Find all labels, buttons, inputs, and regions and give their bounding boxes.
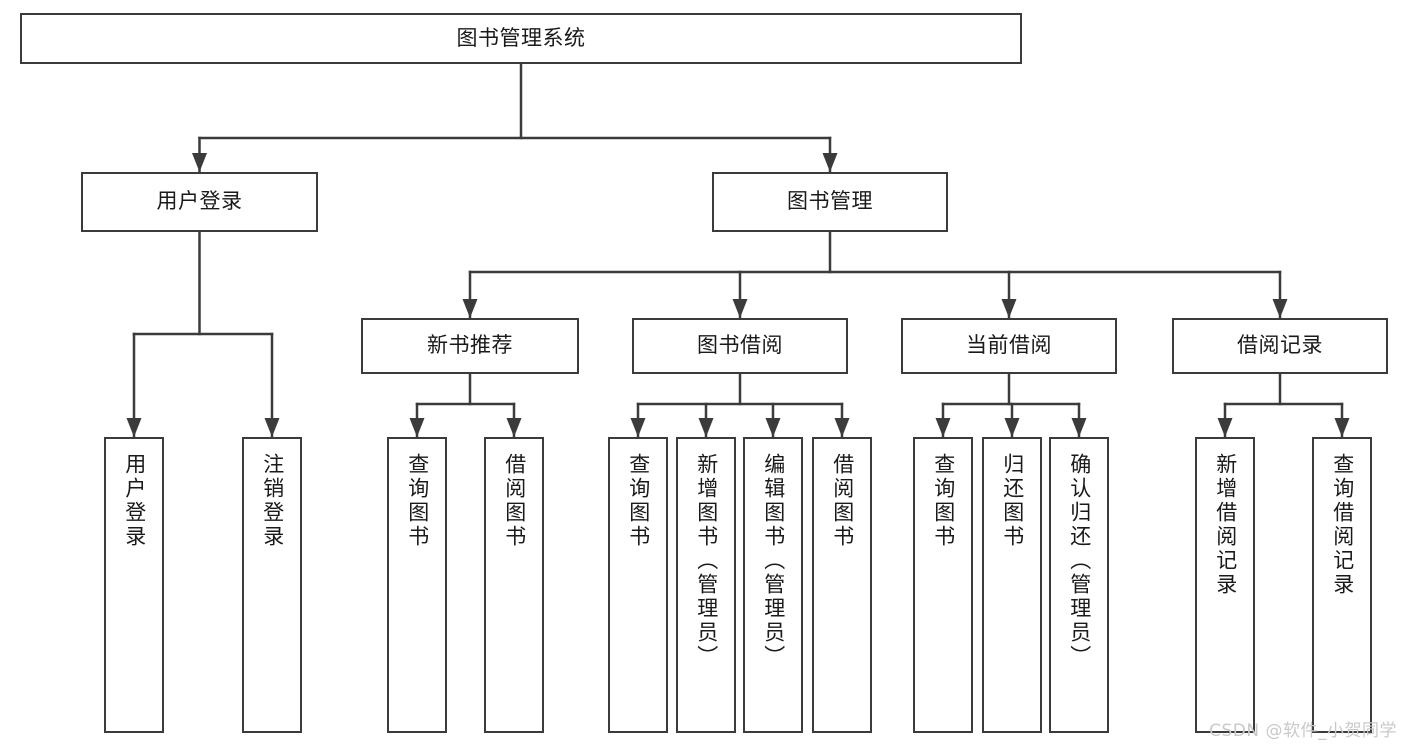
node-label: 新书推荐 [427,333,513,358]
node-label: 归还图书 [1000,453,1025,549]
arrowhead-icon [506,418,522,437]
node-leaf8[interactable]: 借阅图书 [812,437,872,733]
arrowhead-icon [192,153,207,172]
node-label: 新增借阅记录 [1213,453,1238,597]
node-current[interactable]: 当前借阅 [901,318,1117,374]
node-label: 图书管理系统 [456,25,586,50]
node-label: 用户登录 [156,189,243,214]
arrowhead-icon [935,418,951,437]
arrowhead-icon [1071,418,1087,437]
node-label: 用户登录 [122,453,147,549]
node-records[interactable]: 借阅记录 [1172,318,1388,374]
node-newbook[interactable]: 新书推荐 [361,318,579,374]
node-label: 查询借阅记录 [1330,453,1355,597]
arrowhead-icon [1334,418,1350,437]
arrowhead-icon [1272,299,1288,318]
arrowhead-icon [126,418,142,437]
node-leaf2[interactable]: 注销登录 [242,437,302,733]
node-leaf11[interactable]: 确认归还（管理员） [1049,437,1109,733]
node-label: 注销登录 [260,453,285,549]
node-leaf12[interactable]: 新增借阅记录 [1195,437,1255,733]
node-leaf3[interactable]: 查询图书 [387,437,447,733]
node-leaf6[interactable]: 新增图书（管理员） [676,437,736,733]
node-label: 借阅记录 [1237,333,1323,358]
node-label: 图书借阅 [697,333,783,358]
node-label: 当前借阅 [966,333,1052,358]
node-leaf1[interactable]: 用户登录 [104,437,164,733]
arrowhead-icon [264,418,280,437]
node-bookmgmt[interactable]: 图书管理 [712,172,948,232]
node-login[interactable]: 用户登录 [81,172,318,232]
arrowhead-icon [1217,418,1233,437]
node-leaf10[interactable]: 归还图书 [982,437,1042,733]
node-borrow[interactable]: 图书借阅 [632,318,848,374]
node-leaf7[interactable]: 编辑图书（管理员） [743,437,803,733]
arrowhead-icon [409,418,425,437]
node-label: 查询图书 [626,453,651,549]
node-root[interactable]: 图书管理系统 [20,13,1022,64]
node-leaf4[interactable]: 借阅图书 [484,437,544,733]
node-label: 确认归还（管理员） [1067,453,1092,669]
watermark: CSDN @软件_小贺同学 [1209,721,1397,741]
arrowhead-icon [1001,299,1017,318]
node-label: 查询图书 [931,453,956,549]
node-label: 编辑图书（管理员） [761,453,786,669]
arrowhead-icon [462,299,478,318]
arrowhead-icon [732,299,748,318]
node-leaf5[interactable]: 查询图书 [608,437,668,733]
arrowhead-icon [822,153,838,172]
node-leaf9[interactable]: 查询图书 [913,437,973,733]
node-leaf13[interactable]: 查询借阅记录 [1312,437,1372,733]
arrowhead-icon [630,418,646,437]
node-label: 图书管理 [787,189,873,214]
arrowhead-icon [698,418,714,437]
arrowhead-icon [1004,418,1020,437]
arrowhead-icon [765,418,781,437]
node-label: 借阅图书 [830,453,855,549]
arrowhead-icon [834,418,850,437]
node-label: 借阅图书 [502,453,527,549]
node-label: 查询图书 [405,453,430,549]
node-label: 新增图书（管理员） [694,453,719,669]
